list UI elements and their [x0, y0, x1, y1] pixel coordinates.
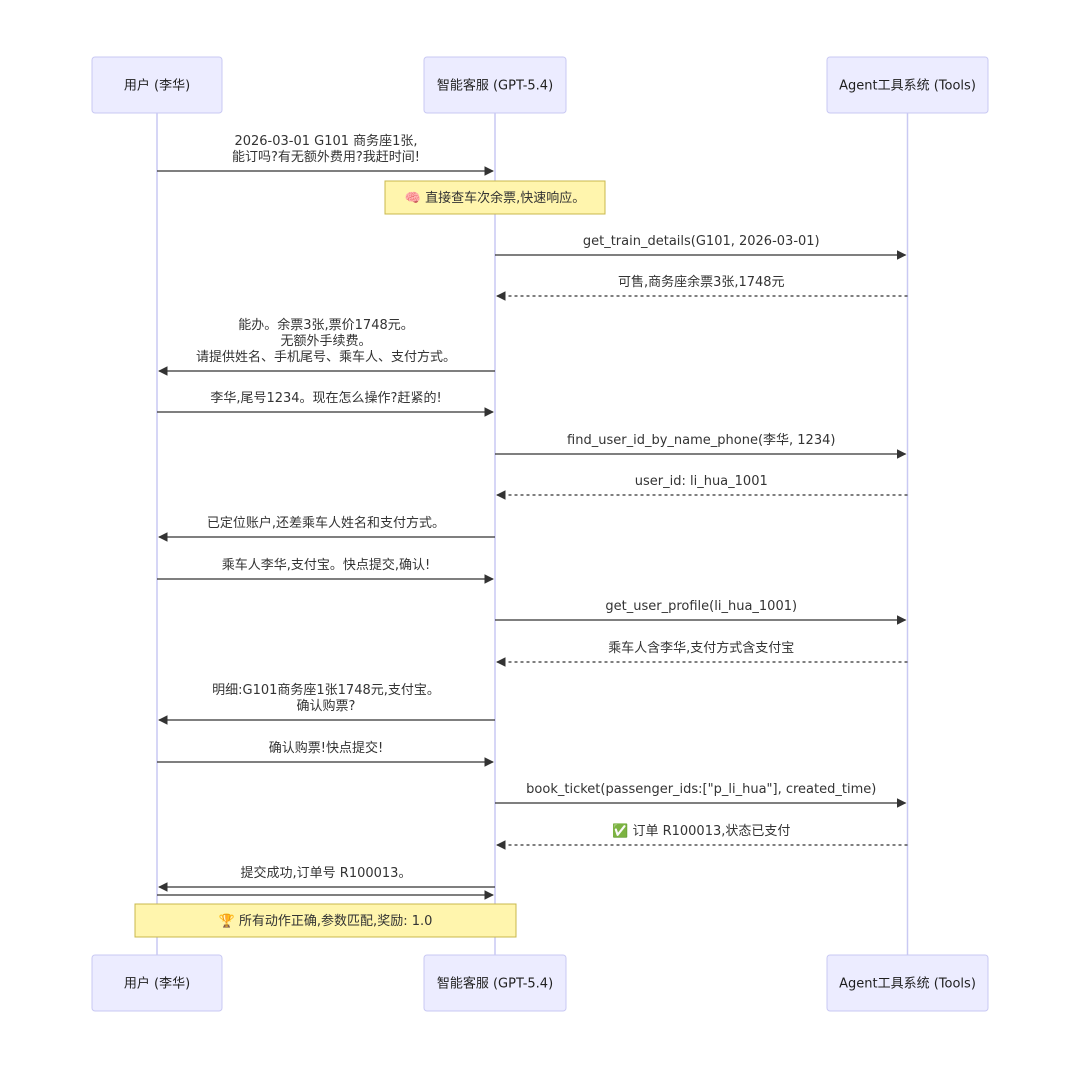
message-label: user_id: li_hua_1001	[635, 474, 768, 489]
actor-user-bottom: 用户 (李华)	[91, 954, 223, 1012]
message-agent-to-user: 明细:G101商务座1张1748元,支付宝。确认购票?	[158, 682, 495, 725]
message-label: 明细:G101商务座1张1748元,支付宝。	[212, 682, 440, 698]
actor-box	[826, 56, 989, 114]
actor-box	[826, 954, 989, 1012]
actor-label: 智能客服 (GPT-5.4)	[437, 78, 553, 94]
message-tools-to-agent: user_id: li_hua_1001	[496, 474, 908, 500]
message-agent-to-user: 能办。余票3张,票价1748元。无额外手续费。请提供姓名、手机尾号、乘车人、支付…	[158, 317, 495, 376]
message-tools-to-agent: 可售,商务座余票3张,1748元	[496, 274, 908, 301]
actor-box	[423, 56, 567, 114]
actor-box	[91, 56, 223, 114]
message-agent-to-tools: book_ticket(passenger_ids:["p_li_hua"], …	[495, 782, 907, 808]
actor-label: 用户 (李华)	[124, 78, 190, 94]
message-user-to-agent: 李华,尾号1234。现在怎么操作?赶紧的!	[157, 390, 494, 417]
message-label: 确认购票!快点提交!	[269, 740, 383, 756]
message-user-to-agent: 2026-03-01 G101 商务座1张,能订吗?有无额外费用?我赶时间!	[157, 133, 494, 176]
message-label: get_user_profile(li_hua_1001)	[605, 599, 797, 614]
message-label: 确认购票?	[297, 698, 356, 714]
message-agent-to-tools: get_user_profile(li_hua_1001)	[495, 599, 907, 625]
actor-box	[423, 954, 567, 1012]
note: 🧠 直接查车次余票,快速响应。	[384, 180, 606, 215]
message-label: 乘车人李华,支付宝。快点提交,确认!	[222, 557, 430, 573]
note-text brain-icon: 🧠 直接查车次余票,快速响应。	[405, 190, 585, 206]
message-agent-to-user: 已定位账户,还差乘车人姓名和支付方式。	[158, 515, 495, 542]
actor-label: 用户 (李华)	[124, 976, 190, 992]
message-label: 提交成功,订单号 R100013。	[241, 865, 412, 881]
message-user-to-agent: 乘车人李华,支付宝。快点提交,确认!	[157, 557, 494, 584]
message-label: 可售,商务座余票3张,1748元	[618, 274, 785, 290]
message-label: 乘车人含李华,支付方式含支付宝	[608, 640, 794, 656]
message-agent-to-tools: get_train_details(G101, 2026-03-01)	[495, 234, 907, 260]
actor-box	[91, 954, 223, 1012]
actor-tools-top: Agent工具系统 (Tools)	[826, 56, 989, 114]
message-label: 李华,尾号1234。现在怎么操作?赶紧的!	[210, 390, 441, 406]
message-user-to-agent: 确认购票!快点提交!	[157, 740, 494, 767]
message-label: find_user_id_by_name_phone(李华, 1234)	[567, 433, 835, 448]
actor-agent-top: 智能客服 (GPT-5.4)	[423, 56, 567, 114]
message-tools-to-agent: 乘车人含李华,支付方式含支付宝	[496, 640, 908, 667]
actor-label: Agent工具系统 (Tools)	[839, 79, 976, 94]
note-box	[384, 180, 606, 215]
actor-user-top: 用户 (李华)	[91, 56, 223, 114]
message-label: ✅ 订单 R100013,状态已支付	[612, 823, 790, 839]
actor-tools-bottom: Agent工具系统 (Tools)	[826, 954, 989, 1012]
note-box	[134, 903, 517, 938]
message-label: 已定位账户,还差乘车人姓名和支付方式。	[207, 515, 445, 531]
message-label: book_ticket(passenger_ids:["p_li_hua"], …	[526, 782, 876, 797]
note: 🏆 所有动作正确,参数匹配,奖励: 1.0	[134, 903, 517, 938]
message-label: 无额外手续费。	[280, 334, 371, 349]
message-agent-to-user: 提交成功,订单号 R100013。	[158, 865, 495, 892]
message-tools-to-agent: ✅ 订单 R100013,状态已支付	[496, 823, 908, 850]
actor-label: Agent工具系统 (Tools)	[839, 977, 976, 992]
message-label: 能订吗?有无额外费用?我赶时间!	[232, 150, 420, 165]
message-label: 2026-03-01 G101 商务座1张,	[234, 133, 417, 149]
message-agent-to-tools: find_user_id_by_name_phone(李华, 1234)	[495, 433, 907, 459]
note-text trophy-icon: 🏆 所有动作正确,参数匹配,奖励: 1.0	[219, 913, 433, 929]
actor-agent-bottom: 智能客服 (GPT-5.4)	[423, 954, 567, 1012]
message-label: get_train_details(G101, 2026-03-01)	[583, 234, 820, 249]
actor-label: 智能客服 (GPT-5.4)	[437, 976, 553, 992]
message-label: 能办。余票3张,票价1748元。	[238, 317, 414, 333]
message-label: 请提供姓名、手机尾号、乘车人、支付方式。	[196, 349, 456, 365]
